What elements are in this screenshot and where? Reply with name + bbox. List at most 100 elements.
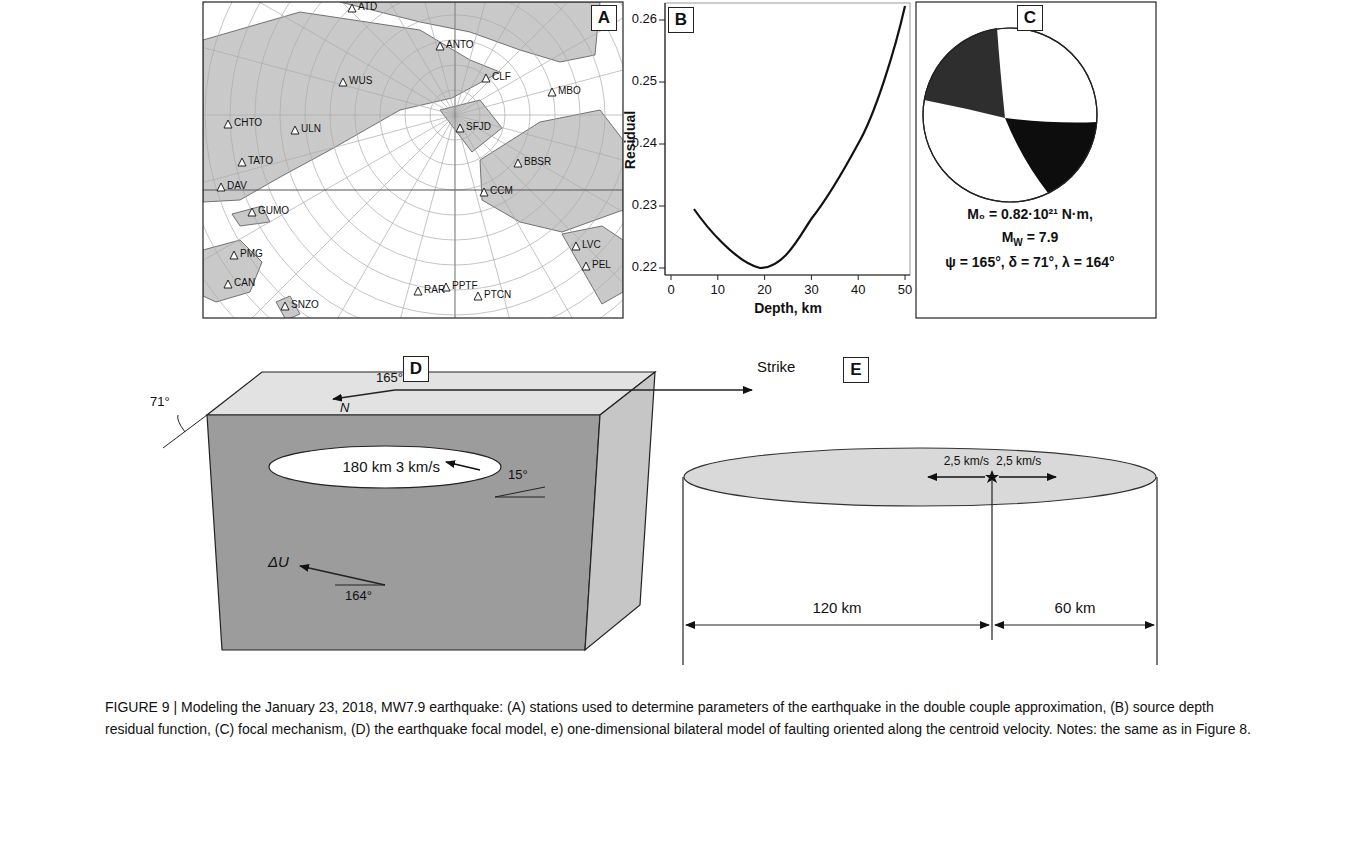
station-code: DAV <box>227 180 247 192</box>
map-grid-meridian <box>455 2 623 115</box>
dimension-label: 60 km <box>1055 599 1096 616</box>
map-grid-meridian <box>274 2 455 115</box>
axis-tick: 0.26 <box>632 12 657 27</box>
magnitude-line: MW= 7.9 <box>1002 229 1059 248</box>
station-markers <box>217 4 590 310</box>
map-grid-meridian <box>203 2 455 115</box>
north-label: N <box>340 401 349 416</box>
station-triangle <box>339 78 347 86</box>
station-triangle <box>217 183 225 191</box>
panel-letter-box: B <box>668 7 694 33</box>
station-code: PMG <box>240 248 263 260</box>
station-triangle <box>436 42 444 50</box>
axis-tick: 40 <box>851 283 865 298</box>
angle-label: 165° <box>376 371 403 386</box>
station-triangle <box>224 280 232 288</box>
map-grid-meridian <box>203 115 455 116</box>
center-line <box>991 477 992 507</box>
rupture-length-speed: 180 km 3 km/s <box>342 458 440 475</box>
station-triangle <box>572 242 580 250</box>
map-grid-meridian <box>455 2 623 115</box>
station-code: CAN <box>234 277 255 289</box>
station-triangle <box>480 188 488 196</box>
station-code: CHTO <box>234 117 262 129</box>
map-grid-meridian <box>455 115 623 116</box>
station-code: SFJD <box>466 121 491 133</box>
axis-title: Depth, km <box>754 300 822 316</box>
map-grid-meridian <box>203 115 455 318</box>
velocity-label: 2,5 km/s <box>996 455 1041 469</box>
slip-label: ΔU <box>268 553 289 570</box>
station-triangle <box>548 88 556 96</box>
angle-label: 15° <box>508 468 528 483</box>
axis-tick: 20 <box>757 283 771 298</box>
world-map <box>203 2 623 318</box>
panel-letter-box: C <box>1017 5 1043 31</box>
dimension-label: 120 km <box>812 599 861 616</box>
station-code: SNZO <box>291 299 319 311</box>
velocity-arrow <box>928 476 985 478</box>
panel-letter-box: E <box>843 357 869 383</box>
axis-tick: 0.22 <box>632 260 657 275</box>
rupture-arrow <box>446 462 480 470</box>
epicenter-star <box>985 470 999 483</box>
station-triangle <box>474 292 482 300</box>
station-triangle <box>238 158 246 166</box>
axis-tick: 10 <box>711 283 725 298</box>
panel-letter: E <box>850 360 861 380</box>
station-code: PPTF <box>452 280 478 292</box>
map-grid-meridian <box>455 115 623 296</box>
station-code: BBSR <box>524 156 551 168</box>
figure-caption: FIGURE 9 | Modeling the January 23, 2018… <box>105 697 1255 740</box>
map-grid-meridian <box>203 115 455 296</box>
moment-value: M₀ = 0.82·10²¹ N·m, <box>967 206 1093 222</box>
map-grid-meridian <box>203 115 455 318</box>
panel-letter: A <box>598 8 610 28</box>
station-triangle <box>482 74 490 82</box>
station-code: CCM <box>490 185 513 197</box>
focal-mechanism <box>916 2 1156 318</box>
velocity-arrow <box>999 476 1056 478</box>
station-code: ULN <box>301 123 321 135</box>
station-code: MBO <box>558 85 581 97</box>
axis-tick: 30 <box>804 283 818 298</box>
map-grid-meridian <box>455 2 623 115</box>
station-triangle <box>414 287 422 295</box>
station-triangle <box>456 124 464 132</box>
map-grid-meridian <box>203 2 455 115</box>
residual-plot <box>659 3 910 280</box>
map-grid-circle <box>205 2 623 318</box>
magnitude-symbol: M <box>1002 229 1014 245</box>
angle-label: 164° <box>345 589 372 604</box>
axis-title: Residual <box>622 111 638 169</box>
axis-tick: 0.25 <box>632 74 657 89</box>
strike-label: Strike <box>757 358 795 375</box>
station-triangle <box>514 159 522 167</box>
fault-block <box>163 372 752 650</box>
panel-letter-box: D <box>403 356 429 382</box>
ellipse-outline <box>683 447 1157 507</box>
map-grid-circle <box>255 2 623 315</box>
map-grid-meridian <box>203 2 455 115</box>
map-grid-meridian <box>203 2 455 115</box>
map-grid-meridian <box>455 115 623 318</box>
station-triangle <box>248 208 256 216</box>
station-code: WUS <box>349 75 372 87</box>
axis-tick: 0 <box>667 283 674 298</box>
station-code: GUMO <box>258 205 289 217</box>
station-code: PEL <box>592 259 611 271</box>
axis-tick: 0.23 <box>632 198 657 213</box>
station-triangle <box>230 251 238 259</box>
magnitude-subscript: W <box>1013 237 1022 248</box>
panel-letter-box: A <box>591 5 617 31</box>
map-grid-meridian <box>455 2 623 115</box>
map-grid-meridian <box>455 2 623 115</box>
bilateral-ellipse: 2,5 km/s2,5 km/s <box>683 447 1157 507</box>
axis-tick: 50 <box>898 283 912 298</box>
map-grid-meridian <box>455 115 623 318</box>
ellipse-shape <box>269 446 501 488</box>
station-code: LVC <box>582 239 601 251</box>
station-triangle <box>281 302 289 310</box>
